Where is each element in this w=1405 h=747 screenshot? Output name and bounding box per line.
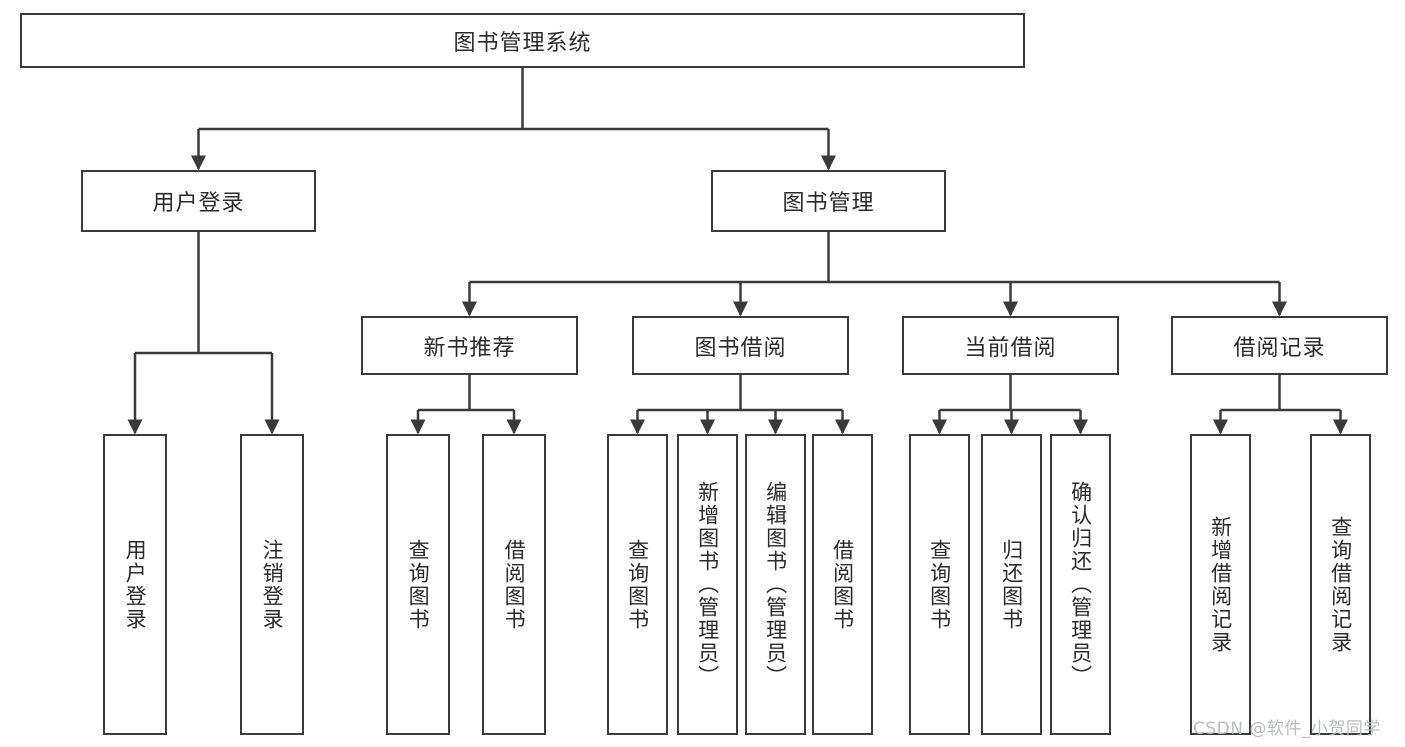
node-label: 查询图书 (927, 538, 952, 631)
node-label: 用户登录 (152, 191, 245, 216)
node-l3: 查询图书 (386, 434, 450, 735)
node-label: 新书推荐 (423, 335, 516, 361)
node-l5: 查询图书 (607, 434, 668, 735)
node-label: 新增借阅记录 (1208, 515, 1233, 654)
node-label: 查询借阅记录 (1328, 515, 1353, 654)
node-bookmgmt: 图书管理 (711, 170, 946, 232)
node-l7: 编辑图书（管理员） (745, 434, 806, 735)
node-newbook: 新书推荐 (361, 316, 578, 375)
csdn-watermark: CSDN @软件_小贺同学 (1193, 719, 1381, 739)
node-label: 确认归还（管理员） (1068, 481, 1093, 688)
node-label: 查询图书 (625, 538, 650, 631)
node-label: 借阅记录 (1233, 335, 1326, 361)
node-l13: 查询借阅记录 (1310, 434, 1371, 735)
node-label: 用户登录 (123, 538, 148, 631)
node-label: 图书借阅 (694, 335, 787, 361)
node-label: 图书管理 (782, 191, 875, 216)
node-label: 当前借阅 (964, 335, 1057, 361)
node-label: 归还图书 (999, 538, 1024, 631)
node-l9: 查询图书 (909, 434, 970, 735)
node-root: 图书管理系统 (20, 13, 1025, 68)
node-l4: 借阅图书 (482, 434, 546, 735)
node-login: 用户登录 (81, 170, 316, 232)
node-l2: 注销登录 (240, 434, 304, 735)
node-label: 编辑图书（管理员） (763, 481, 788, 688)
node-borrow: 图书借阅 (632, 316, 849, 375)
node-label: 注销登录 (260, 538, 285, 631)
node-label: 查询图书 (406, 538, 431, 631)
node-records: 借阅记录 (1171, 316, 1388, 375)
node-current: 当前借阅 (902, 316, 1119, 375)
node-l1: 用户登录 (103, 434, 167, 735)
node-l12: 新增借阅记录 (1190, 434, 1251, 735)
node-l11: 确认归还（管理员） (1050, 434, 1111, 735)
node-label: 借阅图书 (830, 538, 855, 631)
node-l8: 借阅图书 (812, 434, 873, 735)
node-label: 新增图书（管理员） (695, 481, 720, 688)
node-label: 图书管理系统 (453, 30, 592, 56)
node-label: 借阅图书 (502, 538, 527, 631)
node-l6: 新增图书（管理员） (677, 434, 738, 735)
node-l10: 归还图书 (981, 434, 1042, 735)
